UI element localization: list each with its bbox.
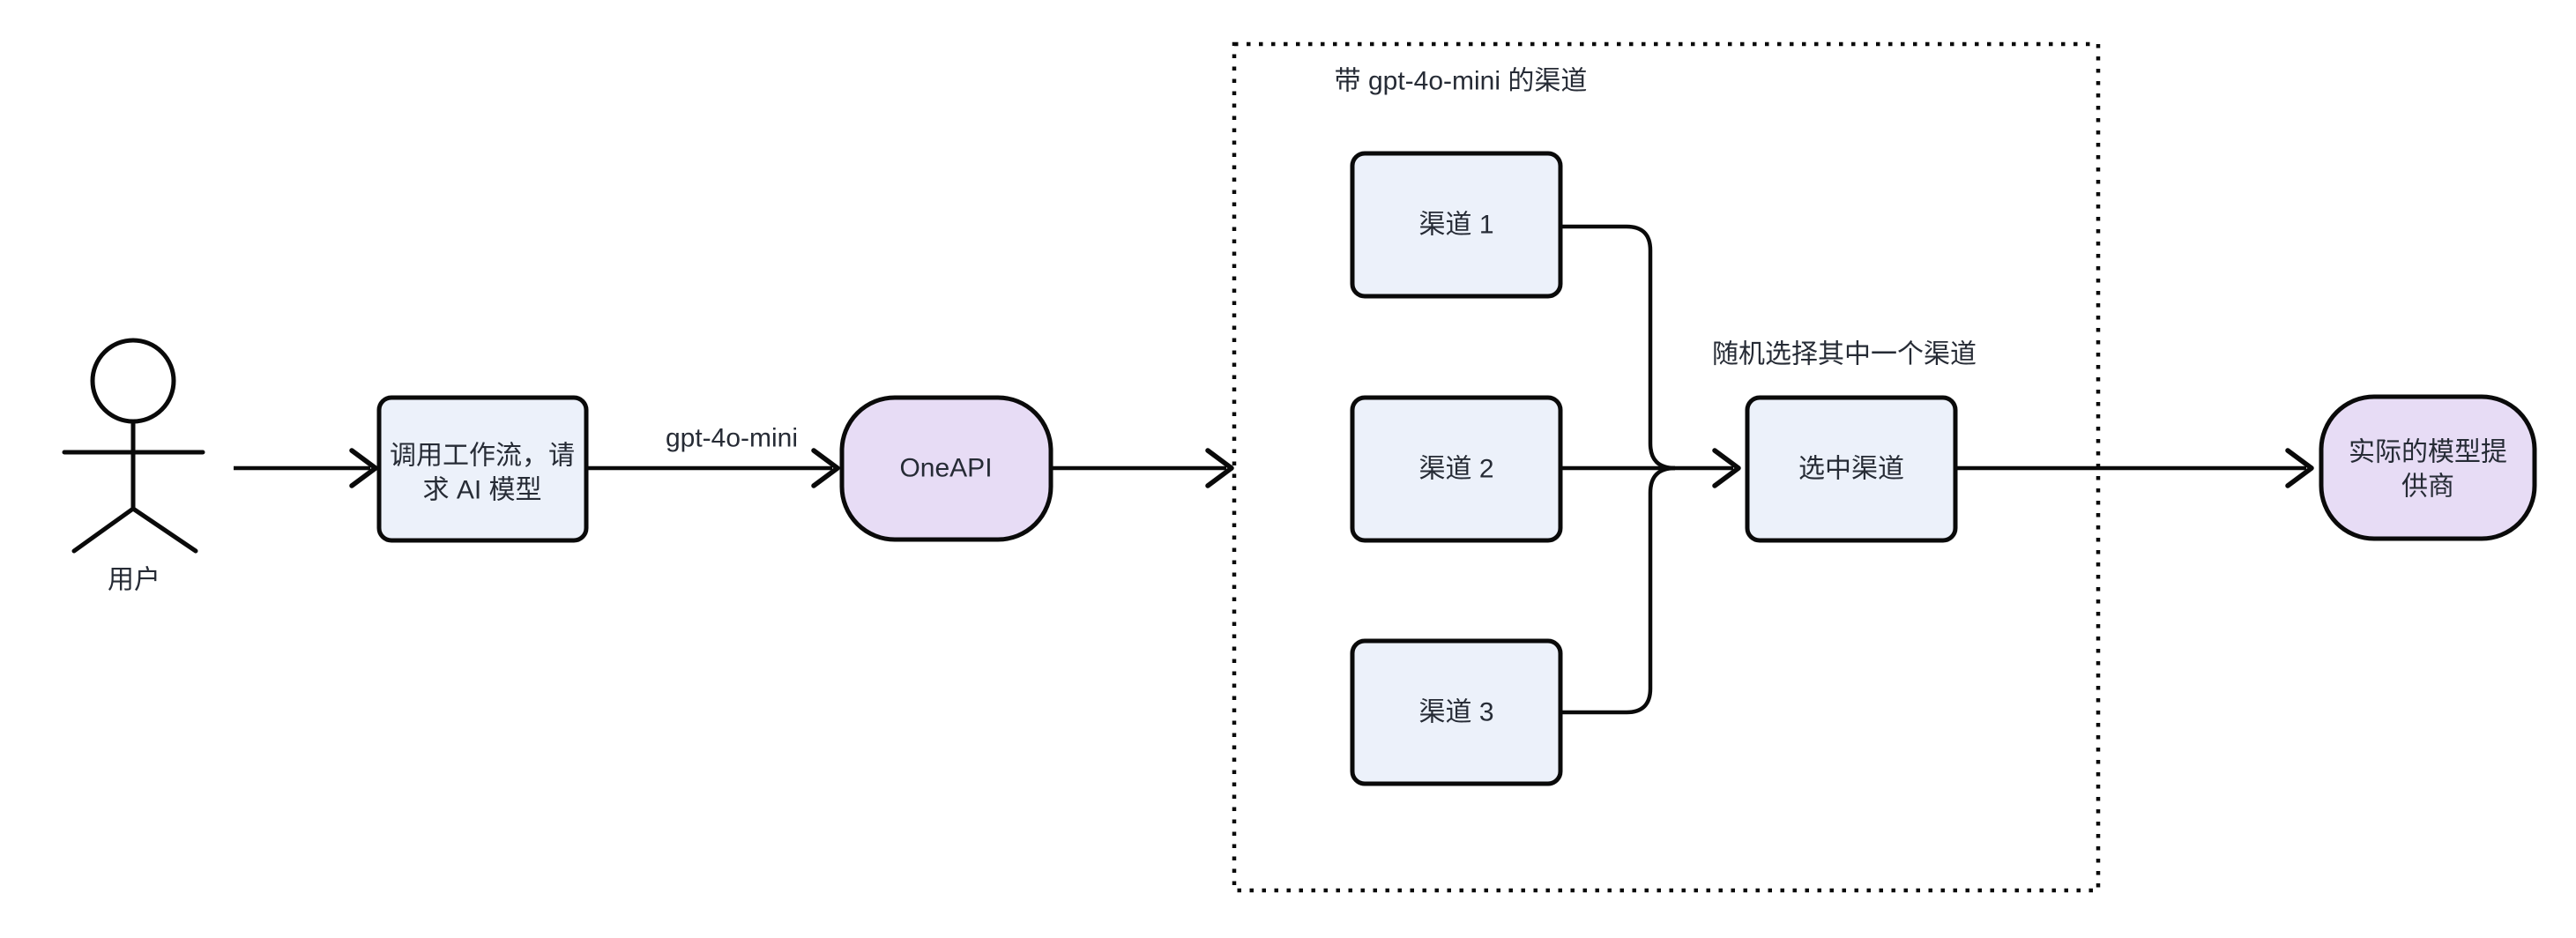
edge-label-model: gpt-4o-mini: [666, 424, 798, 453]
node-workflow-label-line1: 调用工作流，请: [390, 442, 575, 471]
arrowhead-right-icon: [811, 448, 840, 488]
edge-user-to-workflow: [234, 448, 378, 488]
node-channel2-label: 渠道 2: [1418, 455, 1493, 484]
node-provider-stadium: [2319, 394, 2537, 541]
node-workflow-label-line2: 求 AI 模型: [422, 476, 541, 505]
actor-leg-left: [71, 506, 136, 554]
edge-workflow-to-oneapi: gpt-4o-mini: [586, 424, 840, 488]
node-workflow: 调用工作流，请 求 AI 模型: [376, 395, 589, 543]
arrowhead-right-icon: [1205, 448, 1234, 488]
node-channel2-box: [1350, 395, 1563, 543]
actor-user: 用户: [62, 338, 205, 595]
edge-oneapi-to-subgraph: [1051, 448, 1234, 488]
edge-label-random-pick: 随机选择其中一个渠道: [1712, 340, 1977, 369]
node-channel3-box: [1350, 638, 1563, 786]
node-channel1: 渠道 1: [1350, 151, 1563, 299]
edge-channel1-merge: [1560, 224, 1676, 471]
subgraph-channels-title: 带 gpt-4o-mini 的渠道: [1335, 67, 1588, 96]
arrowhead-right-icon: [2285, 448, 2314, 488]
node-oneapi-label: OneAPI: [899, 454, 992, 483]
actor-leg-right: [130, 506, 198, 554]
edge-selected-to-provider: [1955, 448, 2314, 488]
node-provider-label-line1: 实际的模型提: [2349, 438, 2507, 467]
node-channel3-label: 渠道 3: [1418, 698, 1493, 727]
node-channel1-box: [1350, 151, 1563, 299]
actor-label: 用户: [108, 566, 160, 595]
edge-channel3-merge: [1560, 465, 1676, 715]
edge-channel2-to-selected: 随机选择其中一个渠道: [1560, 340, 1977, 488]
arrowhead-right-icon: [349, 448, 378, 488]
node-provider-label-line2: 供商: [2401, 473, 2454, 502]
node-selected-channel-label: 选中渠道: [1798, 455, 1904, 484]
node-channel1-label: 渠道 1: [1418, 211, 1493, 240]
node-selected-channel: 选中渠道: [1745, 395, 1958, 543]
node-oneapi-stadium: [839, 395, 1053, 542]
actor-head: [90, 338, 176, 424]
node-channel2: 渠道 2: [1350, 395, 1563, 543]
node-channel3: 渠道 3: [1350, 638, 1563, 786]
node-workflow-box: [376, 395, 589, 543]
node-oneapi: OneAPI: [839, 395, 1053, 542]
node-selected-channel-box: [1745, 395, 1958, 543]
node-provider: 实际的模型提 供商: [2319, 394, 2537, 541]
arrowhead-right-icon: [1712, 448, 1741, 488]
